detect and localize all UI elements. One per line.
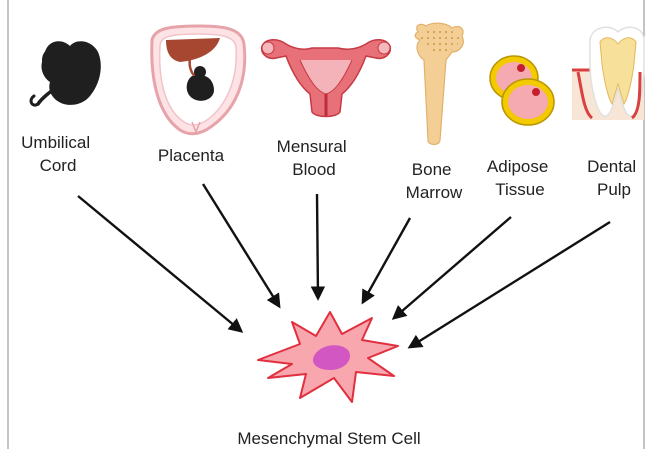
source-label-line: Dental xyxy=(587,157,636,176)
source-label-line: Pulp xyxy=(597,180,631,199)
source-label-line: Bone xyxy=(412,160,452,179)
source-label-line: Tissue xyxy=(495,180,544,199)
target-label: Mesenchymal Stem Cell xyxy=(237,429,420,448)
arrow-placenta xyxy=(203,184,279,306)
arrow-umbilical-cord xyxy=(78,196,241,331)
source-label-dental-pulp: Dental Pulp xyxy=(587,157,641,199)
placenta-icon xyxy=(152,26,245,134)
source-label-line: Marrow xyxy=(406,183,463,202)
source-label-line: Blood xyxy=(292,160,335,179)
source-label-placenta: Placenta xyxy=(158,146,225,165)
tooth-icon xyxy=(572,27,644,120)
source-label-line: Cord xyxy=(40,156,77,175)
arrow-adipose-tissue xyxy=(394,217,511,318)
source-label-line: Placenta xyxy=(158,146,225,165)
source-label-line: Mensural xyxy=(277,137,347,156)
source-label-mensural-blood: Mensural Blood xyxy=(277,137,352,179)
uterus-icon xyxy=(262,40,391,117)
fetus-icon xyxy=(31,41,101,105)
source-label-umbilical-cord: Umbilical Cord xyxy=(21,133,95,175)
arrow-bone-marrow xyxy=(363,218,410,302)
source-label-line: Umbilical xyxy=(21,133,90,152)
fat-cells-icon xyxy=(490,56,554,125)
source-label-bone-marrow: Bone Marrow xyxy=(406,160,463,202)
arrow-mensural-blood xyxy=(317,194,318,298)
stem-cell-icon xyxy=(258,312,398,402)
bone-icon xyxy=(415,23,463,144)
source-label-adipose-tissue: Adipose Tissue xyxy=(487,157,553,199)
source-label-line: Adipose xyxy=(487,157,548,176)
arrow-dental-pulp xyxy=(410,222,610,347)
